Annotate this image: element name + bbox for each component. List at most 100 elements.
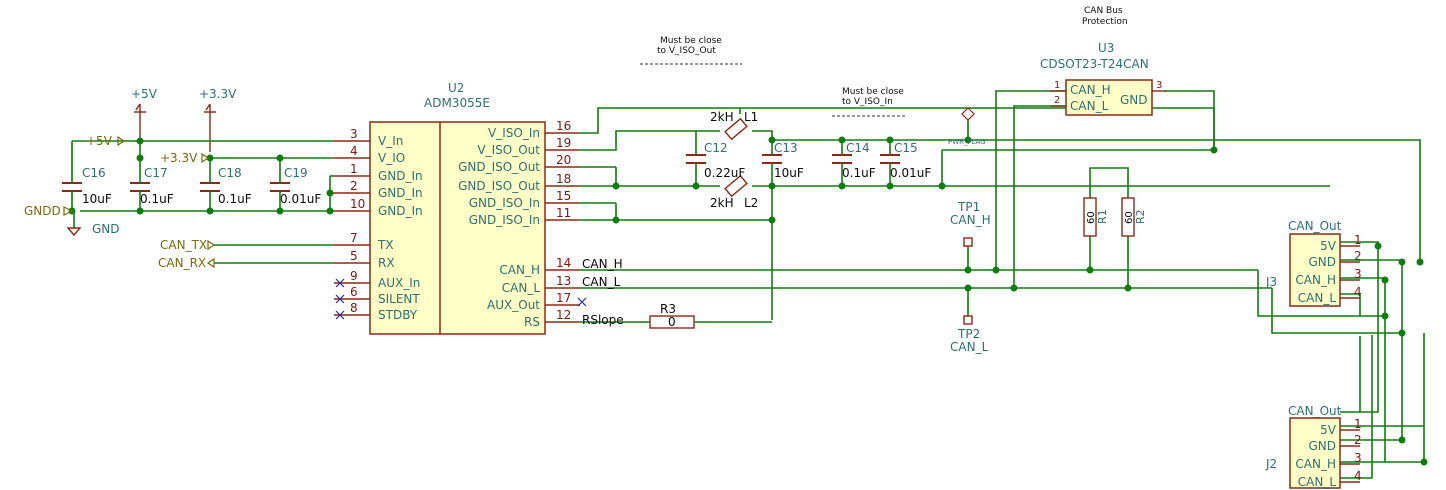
u2-pin-name: RX bbox=[378, 256, 395, 270]
u2-pin-name: V_In bbox=[378, 134, 403, 148]
u2-right-pins: 16V_ISO_In19V_ISO_Out20GND_ISO_Out18GND_… bbox=[458, 119, 580, 329]
u2-pin-name: V_ISO_In bbox=[488, 126, 540, 140]
u2-pin-number: 16 bbox=[556, 119, 571, 133]
l1-ref: L1 bbox=[744, 110, 758, 124]
j2-pin-name: 5V bbox=[1320, 423, 1337, 437]
capacitor-c16: C16 10uF bbox=[62, 166, 112, 206]
r3-value: 0 bbox=[668, 315, 676, 329]
r3-ref: R3 bbox=[660, 302, 676, 316]
note-line: to V_ISO_In bbox=[842, 97, 893, 107]
note-can-bus-protection: CAN Bus Protection bbox=[1082, 6, 1128, 27]
global-label-can-rx-text: CAN_RX bbox=[158, 256, 206, 270]
inductor-l2: 2kH L2 bbox=[710, 174, 758, 210]
power-3v3-symbol: +3.3V bbox=[199, 87, 237, 152]
u2-pin-number: 10 bbox=[350, 197, 365, 211]
u2-pin-name: GND_ISO_Out bbox=[458, 179, 540, 193]
power-5v-symbol: +5V bbox=[131, 87, 158, 138]
global-label-gndd: GNDD bbox=[24, 204, 74, 218]
global-label-can-rx: CAN_RX bbox=[158, 256, 215, 270]
j3-pin-number: 1 bbox=[1354, 233, 1362, 247]
u2-pin-number: 1 bbox=[350, 162, 358, 176]
capacitor-c19: C19 0.01uF bbox=[270, 166, 321, 206]
u2-pin-name: CAN_L bbox=[502, 281, 541, 295]
j2-pin-name: GND bbox=[1308, 439, 1336, 453]
note-line: Must be close bbox=[842, 87, 904, 97]
u2-pin-number: 13 bbox=[556, 274, 571, 288]
tp2-ref: TP2 bbox=[957, 327, 980, 341]
no-connect-markers bbox=[335, 278, 587, 320]
r1-value: 60 bbox=[1086, 211, 1097, 224]
j2-pin-number: 3 bbox=[1354, 451, 1362, 465]
l1-value: 2kH bbox=[710, 110, 734, 124]
resistor-r1: 60 R1 bbox=[1083, 197, 1109, 237]
r2-ref: R2 bbox=[1134, 209, 1147, 224]
global-label-5v: +5V bbox=[86, 134, 126, 148]
r1-ref: R1 bbox=[1096, 209, 1109, 224]
c16-ref: C16 bbox=[82, 166, 106, 180]
global-label-3v3: +3.3V bbox=[160, 151, 210, 165]
tp2-value: CAN_L bbox=[950, 340, 989, 354]
c12-value: 0.22uF bbox=[704, 166, 745, 180]
resistor-r2: 60 R2 bbox=[1121, 197, 1147, 237]
u3-pin-num: 3 bbox=[1156, 80, 1162, 91]
pwr-flag: PWR_FLAG bbox=[948, 107, 986, 146]
u2-pin-name: GND_ISO_In bbox=[469, 196, 540, 210]
u2-value: ADM3055E bbox=[424, 96, 490, 110]
r2-value: 60 bbox=[1124, 211, 1135, 224]
c14-ref: C14 bbox=[846, 141, 870, 155]
j3-pin-name: 5V bbox=[1320, 239, 1337, 253]
c14-value: 0.1uF bbox=[842, 166, 876, 180]
c15-ref: C15 bbox=[894, 141, 918, 155]
u3-pin-name: CAN_L bbox=[1070, 99, 1109, 113]
capacitor-c14: C14 0.1uF bbox=[832, 141, 876, 180]
u2-pin-number: 8 bbox=[350, 301, 358, 315]
u2-pin-number: 4 bbox=[350, 144, 358, 158]
u2-pin-number: 12 bbox=[556, 308, 571, 322]
j3-pin-number: 4 bbox=[1354, 285, 1362, 299]
j3-pin-number: 3 bbox=[1354, 267, 1362, 281]
right-junctions bbox=[612, 136, 1428, 466]
u2-pin-name: CAN_H bbox=[499, 263, 540, 277]
net-label-can-l: CAN_L bbox=[582, 275, 621, 289]
u2-pin-name: RS bbox=[524, 315, 540, 329]
u2-pin-number: 17 bbox=[556, 291, 571, 305]
ic-u3: U3 CDSOT23-T24CAN 1 2 3 CAN_H CAN_L GND bbox=[1040, 41, 1166, 116]
note-line: Protection bbox=[1082, 17, 1128, 27]
u2-pin-name: GND_In bbox=[378, 204, 423, 218]
j2-pin-number: 2 bbox=[1354, 433, 1362, 447]
l2-value: 2kH bbox=[710, 196, 734, 210]
u3-value: CDSOT23-T24CAN bbox=[1040, 57, 1149, 71]
u3-pin-name: CAN_H bbox=[1070, 83, 1111, 97]
note-line: Must be close bbox=[660, 36, 722, 46]
u3-pin-name: GND bbox=[1120, 93, 1148, 107]
testpoint-tp2: TP2 CAN_L bbox=[950, 315, 989, 354]
u2-pin-name: GND_In bbox=[378, 169, 423, 183]
c18-ref: C18 bbox=[218, 166, 242, 180]
u2-pin-number: 11 bbox=[556, 206, 571, 220]
j2-pin-number: 1 bbox=[1354, 417, 1362, 431]
capacitor-c13: C13 10uF bbox=[762, 141, 804, 180]
u2-pin-name: AUX_Out bbox=[487, 298, 540, 312]
note-line: CAN Bus bbox=[1084, 6, 1123, 16]
u2-pin-name: TX bbox=[377, 238, 394, 252]
u2-pin-name: V_IO bbox=[378, 151, 405, 165]
c19-ref: C19 bbox=[284, 166, 308, 180]
j3-pin-name: GND bbox=[1308, 255, 1336, 269]
j2-pin-number: 4 bbox=[1354, 469, 1362, 483]
u2-pin-number: 18 bbox=[556, 172, 571, 186]
j3-pin-number: 2 bbox=[1354, 249, 1362, 263]
u2-pin-number: 19 bbox=[556, 136, 571, 150]
c13-ref: C13 bbox=[774, 141, 798, 155]
u2-pin-number: 20 bbox=[556, 153, 571, 167]
u2-pin-number: 6 bbox=[350, 285, 358, 299]
u2-pin-name: STDBY bbox=[378, 308, 418, 322]
note-v-iso-in: Must be close to V_ISO_In bbox=[832, 87, 906, 117]
u2-pin-name: SILENT bbox=[378, 292, 420, 306]
j2-value: CAN_Out bbox=[1288, 404, 1342, 418]
u2-pin-number: 15 bbox=[556, 189, 571, 203]
c16-value: 10uF bbox=[82, 192, 112, 206]
pwr-flag-label: PWR_FLAG bbox=[948, 138, 986, 146]
